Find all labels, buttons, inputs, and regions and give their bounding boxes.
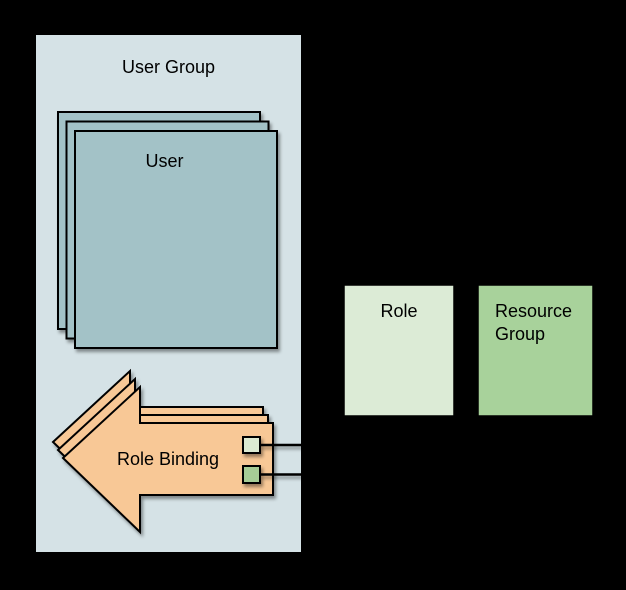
resource-group-box <box>477 284 594 417</box>
role-box <box>343 284 455 417</box>
user-stack-square-front <box>74 130 278 349</box>
role-binding-label: Role Binding <box>116 449 220 469</box>
role-link-square <box>242 436 261 454</box>
role-binding-arrow-front <box>61 384 274 535</box>
resource-group-label: Resource Group <box>495 301 578 344</box>
user-group-label: User Group <box>121 57 216 77</box>
user-label: User <box>145 151 184 171</box>
role-label: Role <box>380 301 418 321</box>
resource-link-square <box>242 465 261 484</box>
